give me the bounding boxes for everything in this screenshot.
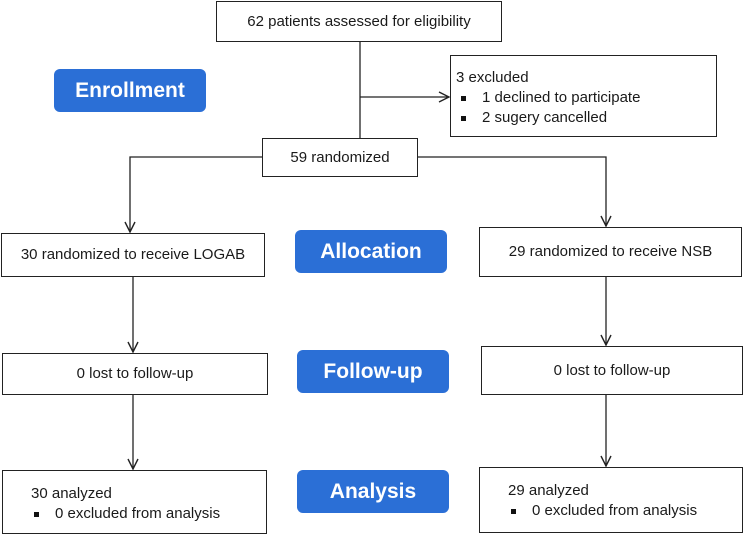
- left-analysis-title: 30 analyzed: [31, 485, 112, 502]
- nsb-text: 29 randomized to receive NSB: [508, 243, 713, 260]
- assessed-text: 62 patients assessed for eligibility: [247, 12, 471, 30]
- arrow-to-logab: [130, 156, 262, 232]
- stage-label-followup: Follow-up: [297, 350, 449, 393]
- arrow-to-nsb: [418, 156, 606, 226]
- stage-label-analysis: Analysis: [297, 470, 449, 513]
- logab-box: 30 randomized to receive LOGAB: [1, 233, 265, 277]
- allocation-text: Allocation: [320, 239, 422, 263]
- right-analysis-item: 0 excluded from analysis: [506, 501, 742, 521]
- nsb-box: 29 randomized to receive NSB: [479, 227, 742, 277]
- excluded-item: 1 declined to participate: [456, 88, 716, 108]
- randomized-text: 59 randomized: [290, 148, 390, 166]
- right-analysis-title: 29 analyzed: [508, 482, 589, 499]
- randomized-box: 59 randomized: [262, 138, 418, 177]
- followup-text: Follow-up: [323, 359, 423, 383]
- right-analysis-list: 0 excluded from analysis: [506, 501, 742, 521]
- enrollment-text: Enrollment: [75, 78, 185, 102]
- analysis-text: Analysis: [329, 479, 417, 503]
- right-followup-box: 0 lost to follow-up: [481, 346, 743, 395]
- excluded-item: 2 sugery cancelled: [456, 108, 716, 128]
- logab-text: 30 randomized to receive LOGAB: [20, 246, 246, 263]
- left-analysis-item: 0 excluded from analysis: [29, 504, 266, 524]
- stage-label-allocation: Allocation: [295, 230, 447, 273]
- right-followup-text: 0 lost to follow-up: [553, 361, 671, 379]
- excluded-title: 3 excluded: [456, 69, 529, 86]
- assessed-box: 62 patients assessed for eligibility: [216, 1, 502, 42]
- left-followup-box: 0 lost to follow-up: [2, 353, 268, 395]
- left-analysis-box: 30 analyzed 0 excluded from analysis: [2, 470, 267, 534]
- right-analysis-box: 29 analyzed 0 excluded from analysis: [479, 467, 743, 533]
- left-followup-text: 0 lost to follow-up: [76, 365, 194, 382]
- left-analysis-list: 0 excluded from analysis: [29, 504, 266, 524]
- excluded-box: 3 excluded 1 declined to participate 2 s…: [450, 55, 717, 137]
- stage-label-enrollment: Enrollment: [54, 69, 206, 112]
- excluded-list: 1 declined to participate 2 sugery cance…: [456, 88, 716, 128]
